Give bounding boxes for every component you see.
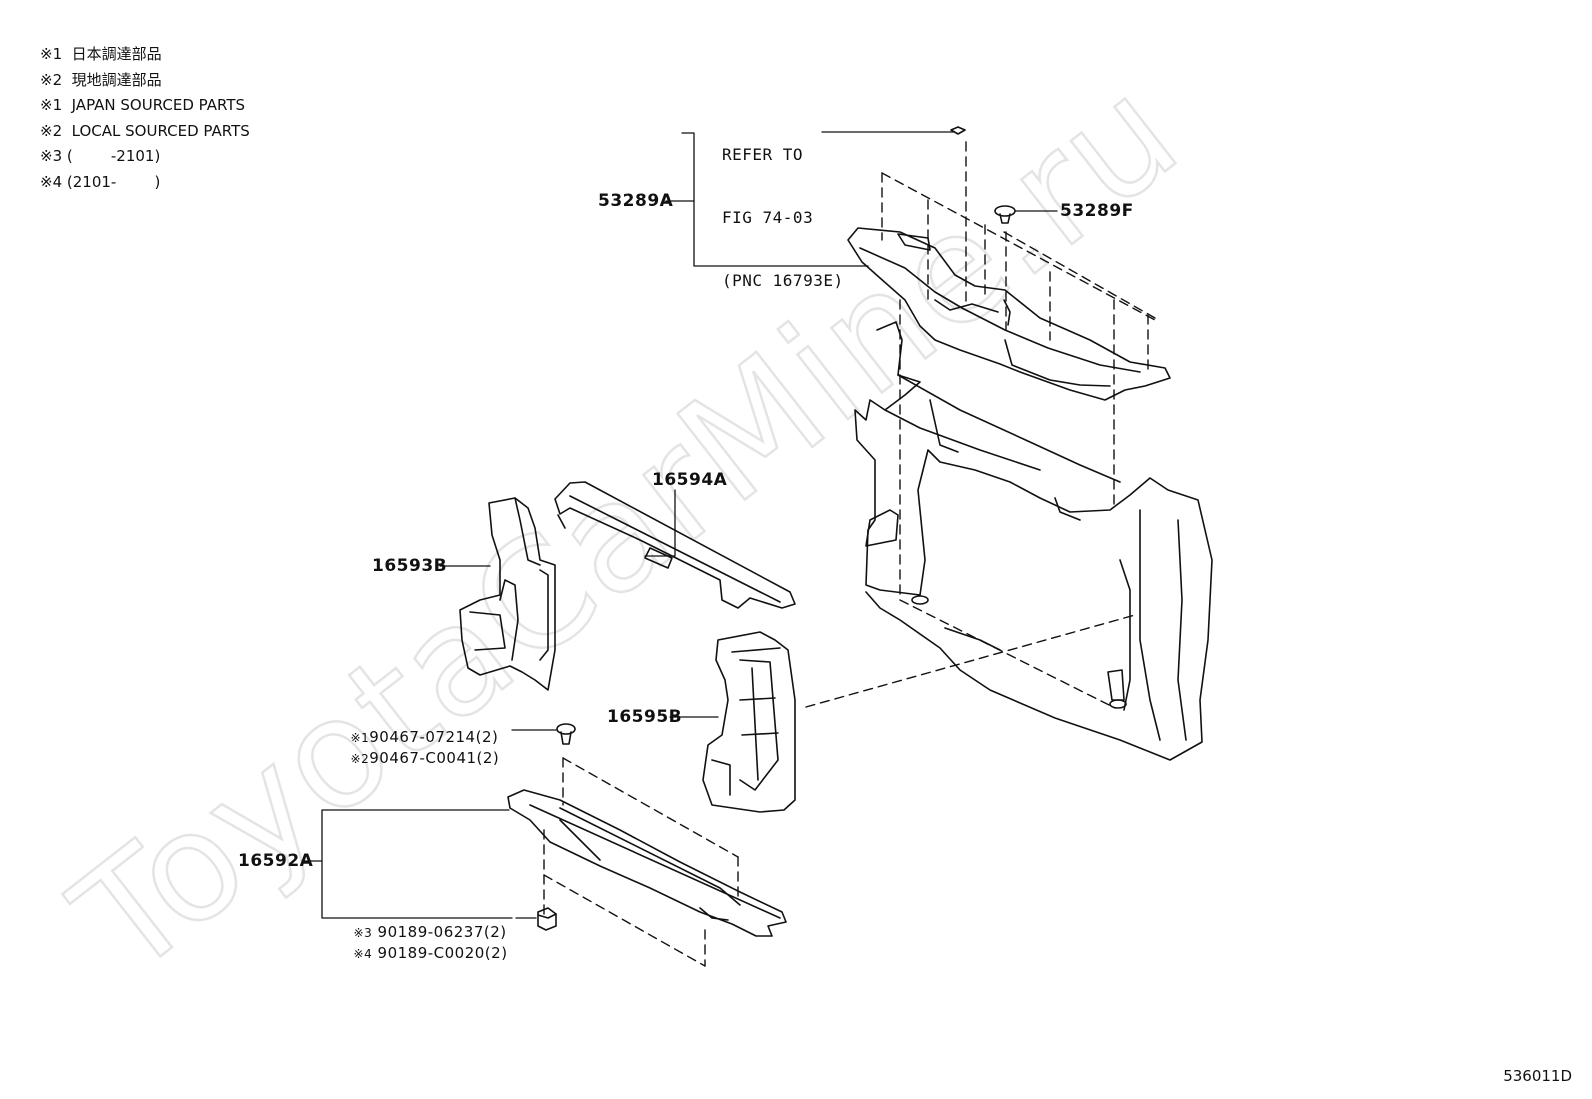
- leader-lines: [301, 131, 1058, 919]
- legend-item-1: ※1 日本調達部品: [40, 45, 162, 63]
- legend-item-4: ※2 LOCAL SOURCED PARTS: [40, 121, 250, 140]
- leader-16592a: [321, 809, 513, 919]
- leader-16594a: [644, 489, 676, 557]
- refer-line-2: FIG 74-03: [722, 208, 814, 227]
- legend-item-5: ※3 ( -2101): [40, 147, 161, 165]
- clip-local-pn: 90467-C0041(2): [369, 749, 500, 767]
- clip-local-mark: ※2: [350, 752, 370, 766]
- callout-clip-japan[interactable]: ※190467-07214(2): [340, 710, 498, 746]
- bracket-left: [865, 509, 899, 547]
- callout-16593b[interactable]: 16593B: [372, 556, 448, 576]
- refer-pointer-icon: [950, 126, 966, 135]
- part-16593b-seal: [459, 497, 556, 691]
- part-16594a-baffle: [554, 481, 796, 609]
- legend-item-3: ※1 JAPAN SOURCED PARTS: [40, 96, 246, 114]
- callout-clip-local[interactable]: ※290467-C0041(2): [340, 731, 499, 767]
- clip-japan-pn: 90467-07214(2): [369, 728, 499, 746]
- refer-line-1: REFER TO: [722, 145, 804, 164]
- callout-16595b[interactable]: 16595B: [607, 707, 683, 727]
- legend: ※1 日本調達部品 ※2 現地調達部品 ※1 JAPAN SOURCED PAR…: [40, 42, 250, 195]
- part-16595b-seal: [702, 631, 796, 813]
- part-16592a-baffle: [507, 789, 787, 937]
- callout-53289a[interactable]: 53289A: [598, 191, 674, 211]
- callout-16592a[interactable]: 16592A: [238, 851, 314, 871]
- nut-early-mark: ※3: [353, 926, 373, 940]
- callout-nut-early[interactable]: ※3 90189-06237(2): [343, 905, 507, 941]
- refer-note: REFER TO FIG 74-03 (PNC 16793E): [722, 102, 844, 312]
- callout-16594a[interactable]: 16594A: [652, 470, 728, 490]
- leader-53289a-refer: [681, 132, 869, 267]
- part-53289a-seal: [847, 227, 1171, 401]
- nut-late-mark: ※4: [353, 947, 373, 961]
- part-90189-nut: [537, 907, 557, 931]
- part-radiator-support: [854, 321, 1213, 761]
- legend-item-2: ※2 現地調達部品: [40, 70, 162, 89]
- clip-japan-mark: ※1: [350, 731, 370, 745]
- nut-late-pn: 90189-C0020(2): [377, 944, 508, 962]
- part-90467-clip: [556, 723, 576, 745]
- nut-early-pn: 90189-06237(2): [377, 923, 507, 941]
- legend-item-6: ※4 (2101- ): [40, 172, 161, 191]
- part-53289f-clip: [994, 205, 1016, 224]
- refer-line-3: (PNC 16793E): [722, 271, 844, 290]
- callout-53289f[interactable]: 53289F: [1060, 201, 1134, 221]
- diagram-id: 536011D: [1503, 1067, 1572, 1085]
- callout-nut-late[interactable]: ※4 90189-C0020(2): [343, 926, 508, 962]
